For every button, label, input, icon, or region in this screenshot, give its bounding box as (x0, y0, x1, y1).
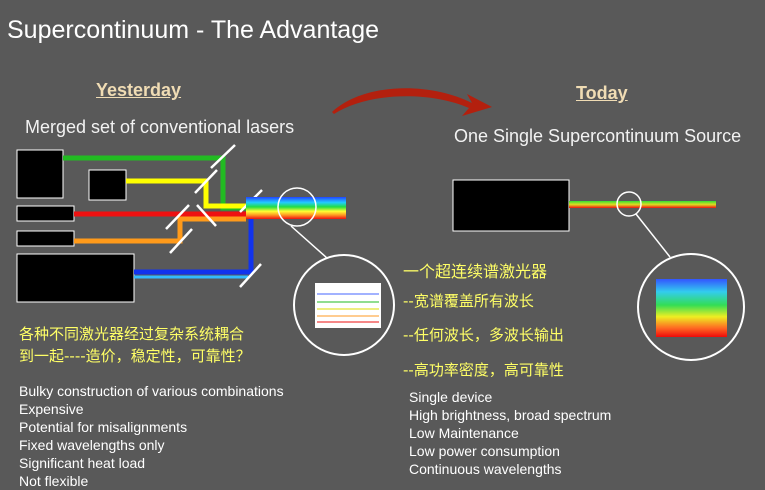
list-item: Fixed wavelengths only (19, 437, 165, 453)
yesterday-subtitle: Merged set of conventional lasers (25, 117, 295, 137)
list-item: High brightness, broad spectrum (409, 407, 612, 423)
blue-beam (134, 202, 254, 279)
list-item: Expensive (19, 401, 84, 417)
list-item: Bulky construction of various combinatio… (19, 383, 284, 399)
right-chinese-line-1: 一个超连续谱激光器 (403, 262, 548, 281)
list-item: Potential for misalignments (19, 419, 188, 435)
today-subtitle: One Single Supercontinuum Source (454, 126, 742, 146)
yesterday-list: Bulky construction of various combinatio… (19, 382, 284, 490)
right-chinese-line-3: --任何波长，多波长输出 (403, 326, 564, 344)
page-title: Supercontinuum - The Advantage (7, 16, 380, 44)
supercontinuum-beam (569, 201, 716, 208)
transition-arrow (332, 88, 492, 116)
laser-box-1 (16, 149, 64, 199)
list-item: Significant heat load (19, 455, 146, 471)
right-magnifier (616, 191, 745, 361)
list-item: Low power consumption (409, 443, 560, 459)
supercontinuum-source-box (452, 179, 570, 232)
laser-box-5 (16, 253, 135, 303)
combined-beam (246, 197, 346, 219)
laser-box-2 (88, 169, 127, 201)
laser-box-3 (16, 205, 75, 222)
yesterday-heading: Yesterday (96, 80, 182, 100)
today-list: Single device High brightness, broad spe… (409, 388, 611, 478)
orange-beam (74, 216, 246, 244)
today-heading: Today (576, 83, 628, 103)
list-item: Continuous wavelengths (409, 461, 562, 477)
list-item: Single device (409, 389, 493, 405)
right-chinese-line-4: --高功率密度，高可靠性 (403, 361, 564, 379)
left-magnifier (277, 187, 395, 356)
list-item: Not flexible (19, 473, 89, 489)
right-chinese-line-2: --宽谱覆盖所有波长 (403, 292, 534, 310)
laser-box-4 (16, 230, 75, 247)
yellow-beam (126, 178, 246, 209)
left-chinese-note-line1: 各种不同激光器经过复杂系统耦合 (19, 325, 245, 343)
list-item: Low Maintenance (409, 425, 519, 441)
left-chinese-note-line2: 到一起----造价，稳定性，可靠性？ (19, 347, 251, 365)
